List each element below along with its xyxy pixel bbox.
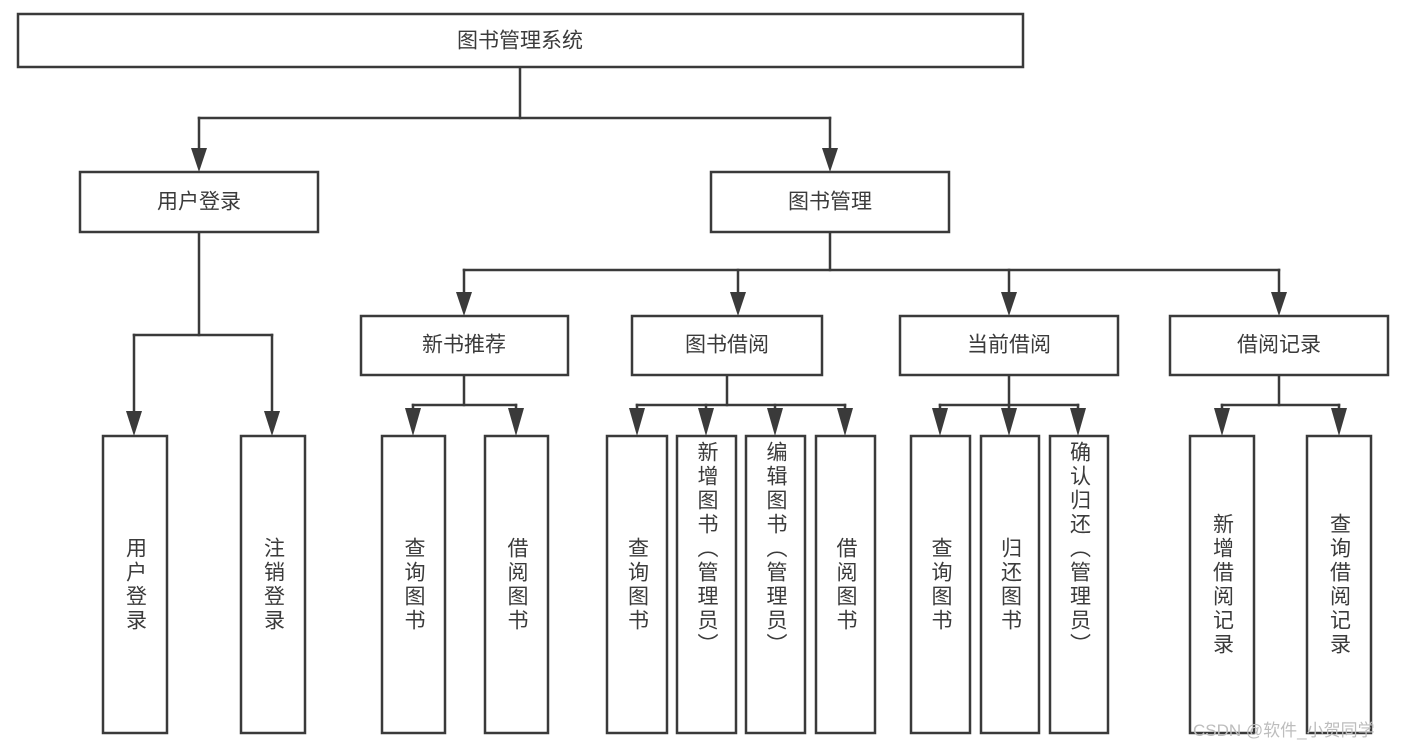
node-book-management[interactable]: 图书管理 bbox=[709, 170, 951, 234]
node-root-label: 图书管理系统 bbox=[457, 30, 583, 53]
arrow-to-leaf-add-book bbox=[698, 408, 714, 436]
arrow-to-leaf-borrow-book-b bbox=[837, 408, 853, 436]
node-current-borrow-box[interactable] bbox=[898, 314, 1120, 377]
arrow-to-new-book-rec bbox=[456, 292, 472, 316]
node-user-login-box[interactable] bbox=[78, 170, 320, 234]
csdn-watermark: CSDN @软件_小贺同学 bbox=[1193, 721, 1375, 740]
arrow-to-leaf-user-login bbox=[126, 411, 142, 436]
arrow-root-to-book-mgmt bbox=[822, 148, 838, 172]
arrow-to-leaf-query-book-c bbox=[932, 408, 948, 436]
node-book-borrow-label: 图书借阅 bbox=[685, 334, 769, 357]
node-root-box[interactable] bbox=[16, 12, 1025, 69]
node-leaf-query-book-a-box[interactable] bbox=[380, 434, 447, 735]
node-borrow-record-box[interactable] bbox=[1168, 314, 1390, 377]
arrow-root-to-user-login bbox=[191, 148, 207, 172]
node-user-login-label: 用户登录 bbox=[157, 191, 241, 214]
arrow-to-borrow-record bbox=[1271, 292, 1287, 316]
arrow-to-leaf-return-book bbox=[1001, 408, 1017, 436]
node-leaf-query-record-box[interactable] bbox=[1305, 434, 1373, 735]
node-borrow-record[interactable]: 借阅记录 bbox=[1168, 314, 1390, 377]
arrow-to-leaf-query-book-b bbox=[629, 408, 645, 436]
node-leaf-borrow-book-b-box[interactable] bbox=[814, 434, 877, 735]
node-leaf-add-record-box[interactable] bbox=[1188, 434, 1256, 735]
node-leaf-edit-book-box[interactable] bbox=[744, 434, 807, 735]
node-leaf-query-book-b-box[interactable] bbox=[605, 434, 669, 735]
node-book-management-label: 图书管理 bbox=[788, 191, 872, 214]
node-current-borrow[interactable]: 当前借阅 bbox=[898, 314, 1120, 377]
node-root[interactable]: 图书管理系统 bbox=[16, 12, 1025, 69]
arrow-to-leaf-logout bbox=[264, 411, 280, 436]
node-leaf-confirm-return-box[interactable] bbox=[1048, 434, 1110, 735]
node-leaf-query-book-c-box[interactable] bbox=[909, 434, 972, 735]
node-leaf-user-login-box[interactable] bbox=[101, 434, 169, 735]
arrow-to-current-borrow bbox=[1001, 292, 1017, 316]
arrow-to-leaf-query-book-a bbox=[405, 408, 421, 436]
node-book-borrow[interactable]: 图书借阅 bbox=[630, 314, 824, 377]
node-new-book-recommend[interactable]: 新书推荐 bbox=[359, 314, 570, 377]
node-leaf-logout-box[interactable] bbox=[239, 434, 307, 735]
node-book-borrow-box[interactable] bbox=[630, 314, 824, 377]
node-new-book-recommend-label: 新书推荐 bbox=[422, 334, 506, 357]
arrow-to-book-borrow bbox=[730, 292, 746, 316]
arrow-to-leaf-query-record bbox=[1331, 408, 1347, 436]
node-leaf-borrow-book-a-box[interactable] bbox=[483, 434, 550, 735]
arrow-to-leaf-confirm-return bbox=[1070, 408, 1086, 436]
node-book-management-box[interactable] bbox=[709, 170, 951, 234]
node-borrow-record-label: 借阅记录 bbox=[1237, 334, 1321, 357]
connector-layer bbox=[126, 65, 1347, 436]
node-leaf-add-book-box[interactable] bbox=[675, 434, 738, 735]
node-new-book-recommend-box[interactable] bbox=[359, 314, 570, 377]
node-current-borrow-label: 当前借阅 bbox=[967, 334, 1051, 357]
arrow-to-leaf-edit-book bbox=[767, 408, 783, 436]
node-user-login[interactable]: 用户登录 bbox=[78, 170, 320, 234]
node-leaf-return-book-box[interactable] bbox=[979, 434, 1041, 735]
arrow-to-leaf-add-record bbox=[1214, 408, 1230, 436]
arrow-to-leaf-borrow-book-a bbox=[508, 408, 524, 436]
